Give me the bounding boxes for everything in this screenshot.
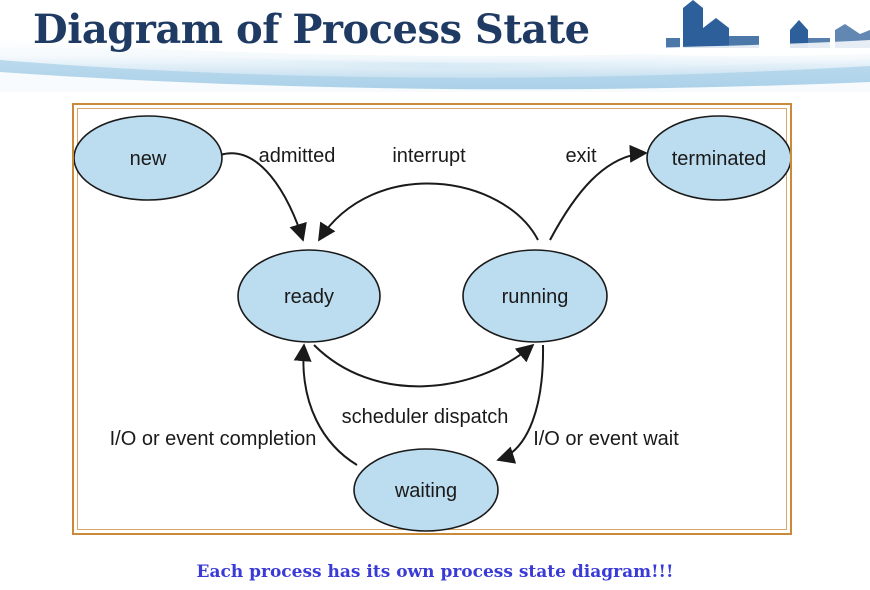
slide-caption: Each process has its own process state d…	[196, 562, 674, 582]
label-admitted: admitted	[259, 145, 336, 167]
state-ready-label: ready	[284, 286, 334, 308]
diagram-frame: new ready running waiting terminated adm…	[72, 103, 792, 535]
label-exit: exit	[565, 145, 597, 167]
state-running-label: running	[502, 286, 569, 308]
state-waiting: waiting	[353, 448, 499, 532]
state-new: new	[74, 115, 223, 201]
slide-title: Diagram of Process State	[33, 6, 590, 53]
edge-exit	[549, 144, 648, 241]
label-scheduler-dispatch: scheduler dispatch	[342, 406, 509, 428]
edge-scheduler-dispatch	[313, 343, 535, 388]
edge-interrupt	[318, 182, 539, 242]
state-new-label: new	[130, 148, 167, 170]
label-interrupt: interrupt	[392, 145, 466, 167]
edge-admitted	[219, 152, 307, 242]
label-io-event-completion: I/O or event completion	[110, 428, 317, 450]
label-io-event-wait: I/O or event wait	[533, 428, 679, 450]
edge-io-event-wait	[496, 344, 545, 464]
slide-header: Diagram of Process State	[0, 0, 870, 92]
state-terminated: terminated	[646, 115, 790, 201]
state-waiting-label: waiting	[394, 480, 457, 502]
header-background	[0, 0, 870, 92]
state-running: running	[462, 249, 608, 343]
state-ready: ready	[237, 249, 381, 343]
process-state-diagram: new ready running waiting terminated adm…	[74, 115, 790, 532]
edge-io-event-completion	[293, 343, 358, 466]
state-terminated-label: terminated	[672, 148, 767, 170]
